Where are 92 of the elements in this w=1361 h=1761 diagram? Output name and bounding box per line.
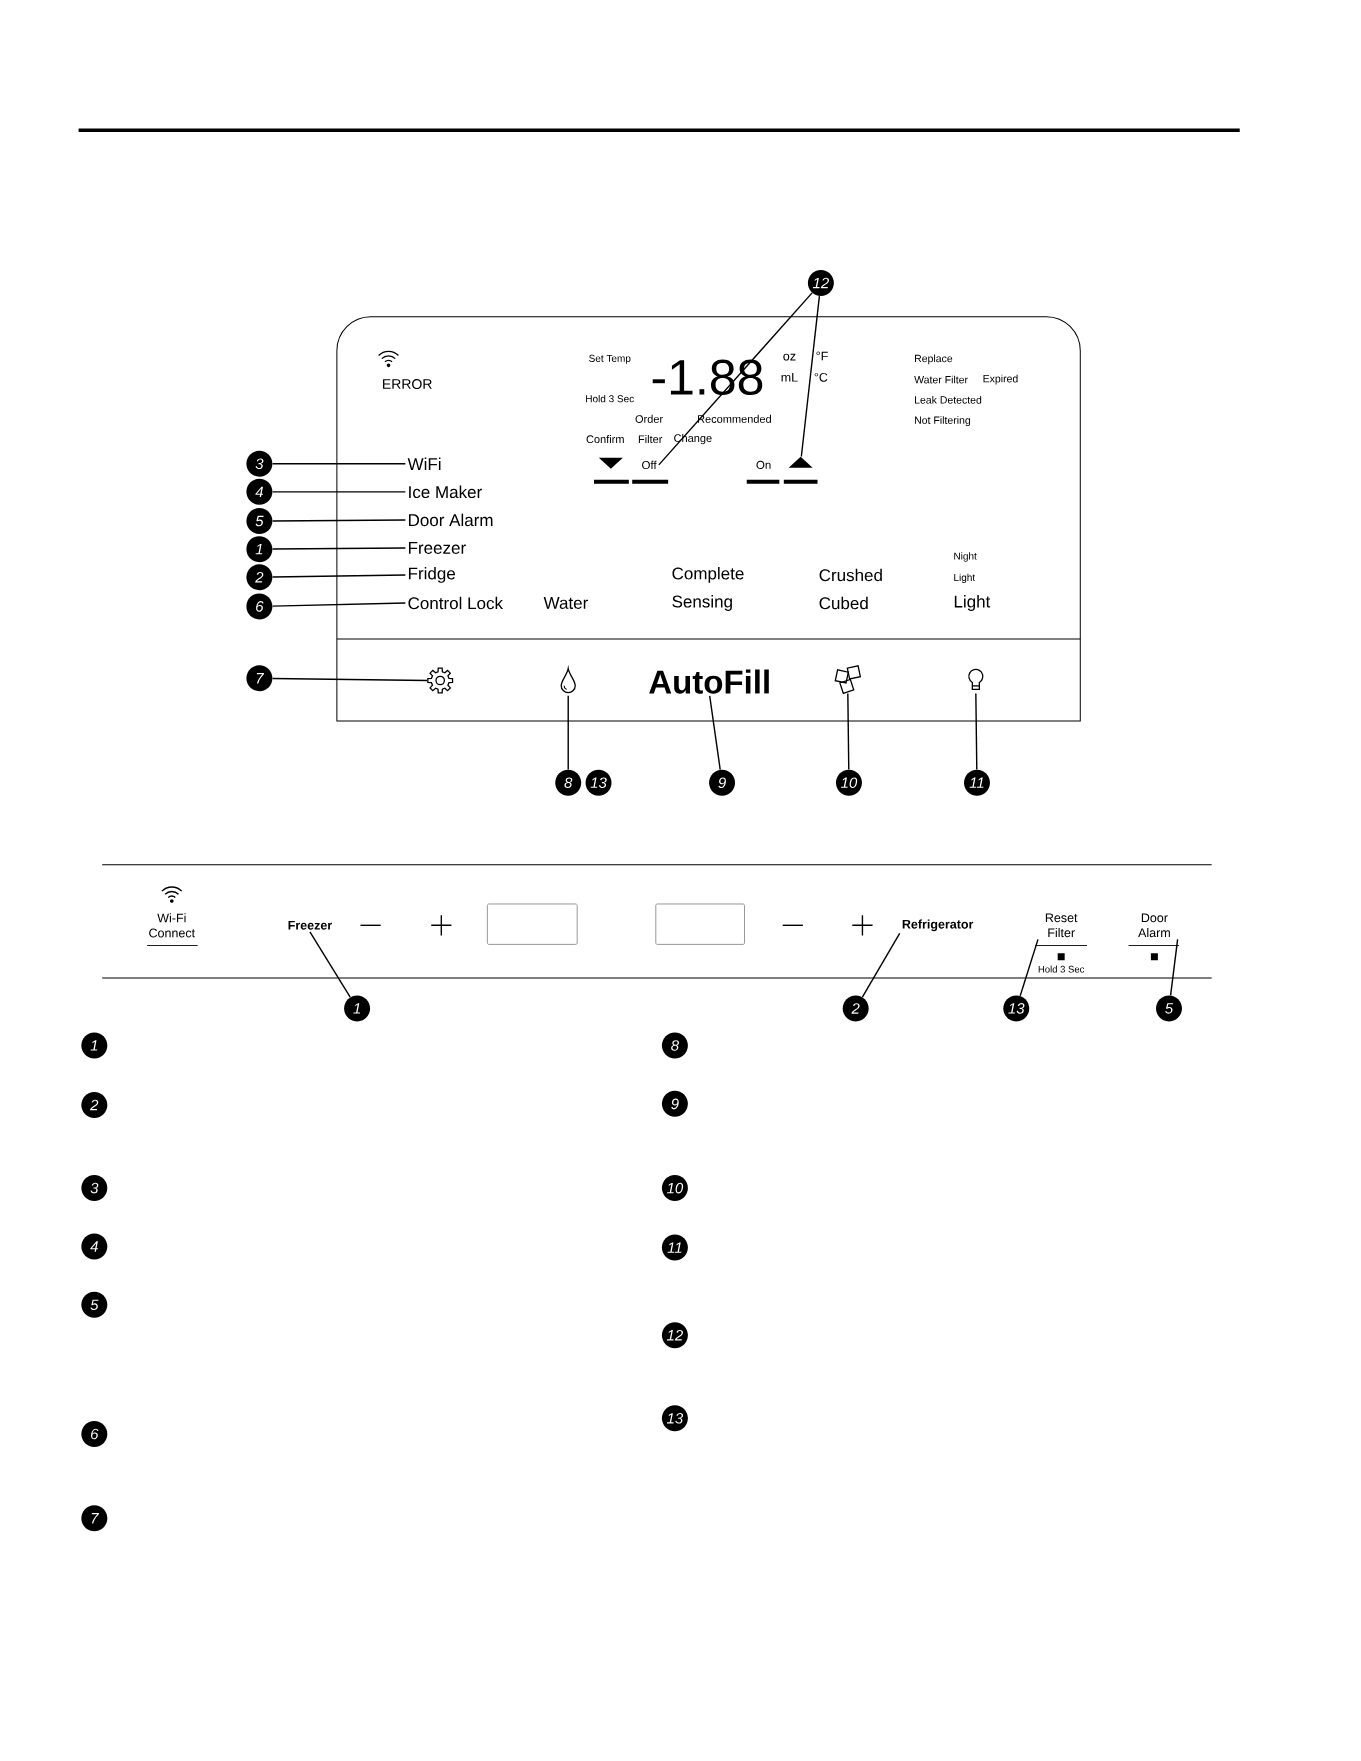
filter-status-label: Expired: [983, 374, 1018, 385]
filter-status-label: Water Filter: [914, 375, 968, 384]
panel-label: Sensing: [672, 595, 732, 611]
leader-line: [309, 931, 351, 998]
callout-number: 13: [585, 769, 612, 796]
leader-line: [271, 547, 407, 550]
callout-number: 11: [963, 769, 990, 796]
leader-line: [271, 677, 428, 682]
callout-number: 2: [246, 564, 273, 591]
indicator-label: Night: [954, 552, 977, 562]
indicator-label: Hold 3 Sec: [586, 395, 634, 403]
indicator-label: Set Temp: [589, 354, 631, 364]
button-label: Freezer: [288, 920, 332, 930]
callout-number: 2: [81, 1092, 108, 1118]
panel-label: Complete: [672, 567, 744, 583]
indicator-label: On: [756, 460, 771, 469]
panel-label: Water: [543, 597, 588, 609]
callout-number: 4: [81, 1233, 108, 1260]
leader-line: [658, 292, 813, 466]
filter-status-label: Replace: [915, 354, 953, 365]
panel-label: Door Alarm: [409, 513, 493, 527]
leader-line: [271, 491, 407, 493]
callout-number: 13: [1003, 995, 1030, 1022]
triangle-indicator: [788, 456, 813, 468]
unit-label: oz: [783, 353, 796, 361]
indicator-label: Filter: [638, 435, 663, 444]
callout-number: 8: [555, 769, 582, 796]
callout-number: 7: [81, 1505, 108, 1532]
filter-status-label: Not Filtering: [915, 416, 971, 426]
panel-label: Ice Maker: [409, 485, 482, 499]
callout-number: 11: [661, 1234, 688, 1261]
unit-label: mL: [781, 373, 798, 382]
callout-number: 9: [661, 1090, 688, 1117]
callout-number: 3: [81, 1175, 108, 1202]
callout-number: 3: [246, 450, 273, 477]
button-label: Reset Filter: [1045, 913, 1078, 938]
button-label: Door Alarm: [1138, 913, 1170, 938]
status-text: ERROR: [383, 379, 432, 389]
callout-number: 10: [835, 769, 862, 796]
display-window: [655, 903, 745, 945]
callout-number: 12: [807, 270, 834, 296]
callout-number: 1: [81, 1032, 108, 1059]
gear-icon: [427, 667, 454, 694]
indicator-label: Order: [635, 414, 663, 423]
leader-line: [271, 463, 407, 465]
light-bulb-icon: [968, 668, 984, 691]
button-label: AutoFill: [649, 669, 769, 694]
callout-number: 8: [661, 1032, 688, 1059]
filter-status-label: Leak Detected: [915, 395, 982, 404]
panel-label: Crushed: [819, 568, 882, 582]
leader-line: [1019, 938, 1039, 997]
indicator-label: Recommended: [698, 414, 771, 423]
callout-number: 9: [709, 769, 736, 796]
callout-number: 1: [246, 536, 273, 563]
callout-number: 5: [81, 1291, 108, 1318]
indicator-label: Light: [954, 573, 976, 583]
callout-number: 1: [344, 995, 371, 1022]
callout-number: 6: [246, 593, 273, 620]
unit-label: °F: [816, 351, 828, 361]
leader-line: [709, 695, 721, 771]
panel-label: Control Lock: [408, 596, 503, 610]
hint-label: Hold 3 Sec: [1038, 965, 1085, 973]
button-label: Wi-Fi Connect: [149, 913, 195, 938]
callout-number: 4: [246, 478, 273, 505]
callout-number: 5: [246, 508, 273, 535]
leader-line: [800, 295, 821, 458]
leader-line: [567, 695, 569, 771]
leader-line: [271, 519, 407, 522]
callout-number: 2: [842, 995, 869, 1022]
leader-line: [271, 602, 407, 607]
callout-number: 12: [661, 1322, 688, 1349]
panel-label: WiFi: [407, 457, 441, 470]
panel-label: Fridge: [409, 567, 455, 583]
display-window: [486, 903, 578, 945]
indicator-label: Off: [642, 460, 657, 470]
drop-icon: [560, 668, 576, 694]
leader-line: [271, 574, 407, 578]
button-label: Refrigerator: [902, 919, 974, 932]
callout-number: 13: [661, 1405, 688, 1432]
leader-line: [975, 692, 978, 771]
panel-label: Freezer: [409, 542, 466, 554]
leader-line: [847, 692, 850, 771]
leader-line: [1169, 938, 1179, 996]
panel-label: Cubed: [819, 596, 868, 610]
indicator-label: Confirm: [586, 435, 624, 444]
callout-number: 5: [1156, 995, 1182, 1022]
panel-label: Light: [954, 595, 991, 611]
unit-label: °C: [814, 372, 828, 382]
callout-number: 6: [81, 1421, 108, 1447]
callout-number: 7: [246, 665, 273, 692]
callout-number: 10: [661, 1175, 688, 1202]
leader-line: [861, 932, 901, 998]
